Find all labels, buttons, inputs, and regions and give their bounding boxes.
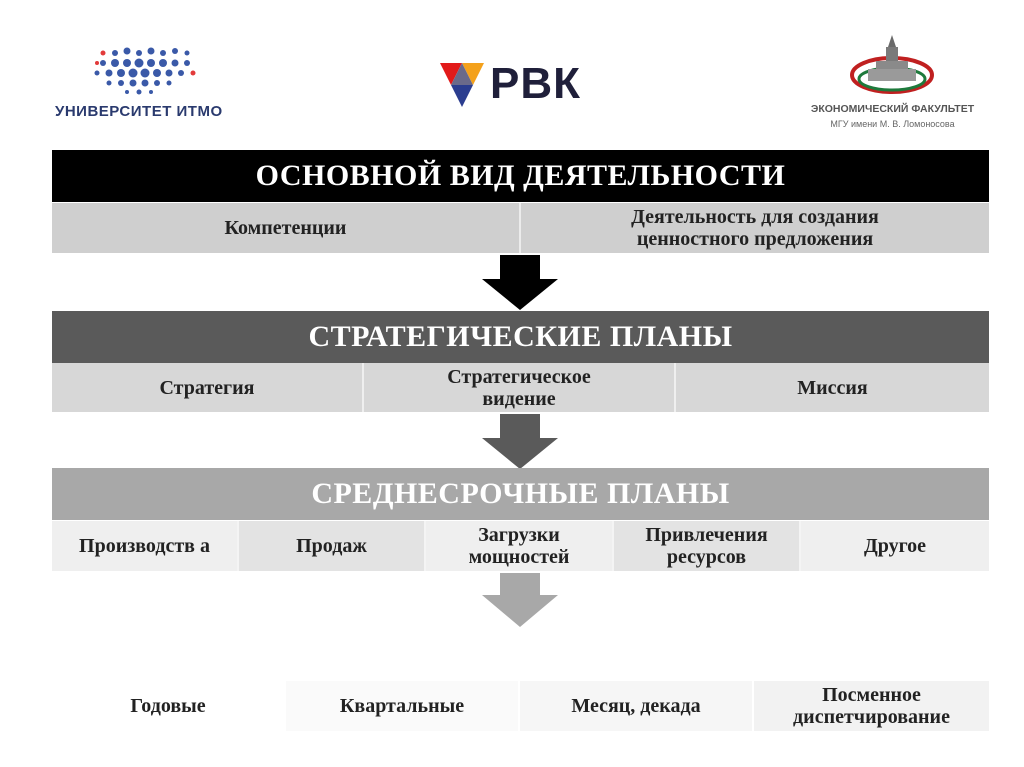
level4-cell-month: Месяц, декада [520, 681, 754, 731]
level2-cell-strategy: Стратегия [52, 363, 364, 412]
econ-logo-title: ЭКОНОМИЧЕСКИЙ ФАКУЛЬТЕТ [810, 103, 975, 115]
rvk-triangle-icon [440, 63, 484, 107]
level3-cell-resources: Привлечения ресурсов [614, 521, 801, 571]
level1-cell-competencies: Компетенции [52, 203, 521, 253]
level1-row: Компетенции Деятельность для создания це… [52, 203, 989, 253]
itmo-logo: УНИВЕРСИТЕТ ИТМО [55, 45, 245, 125]
level2-cell-vision: Стратегическое видение [364, 363, 676, 412]
down-arrow-icon [482, 414, 558, 469]
level2-cell-mission: Миссия [676, 363, 989, 412]
econ-faculty-logo: ЭКОНОМИЧЕСКИЙ ФАКУЛЬТЕТ МГУ имени М. В. … [800, 35, 985, 135]
down-arrow-icon [482, 573, 558, 627]
level4-cell-annual: Годовые [52, 681, 286, 731]
level3-row: Производств а Продаж Загрузки мощностей … [52, 521, 989, 571]
level3-cell-other: Другое [801, 521, 989, 571]
level1-cell-value-activity: Деятельность для создания ценностного пр… [521, 203, 989, 253]
level3-cell-capacity: Загрузки мощностей [426, 521, 614, 571]
level3-header: СРЕДНЕСРОЧНЫЕ ПЛАНЫ [52, 468, 989, 520]
level1-header: ОСНОВНОЙ ВИД ДЕЯТЕЛЬНОСТИ [52, 150, 989, 202]
rvk-logo: РВК [440, 55, 600, 115]
level4-cell-shift: Посменное диспетчирование [754, 681, 989, 731]
level2-row: Стратегия Стратегическое видение Миссия [52, 363, 989, 412]
level4-cell-quarterly: Квартальные [286, 681, 520, 731]
down-arrow-icon [482, 255, 558, 310]
rvk-logo-text: РВК [490, 59, 581, 108]
level2-header: СТРАТЕГИЧЕСКИЕ ПЛАНЫ [52, 311, 989, 363]
itmo-dots-icon [94, 47, 196, 95]
msu-building-icon [850, 35, 934, 94]
econ-logo-subtitle: МГУ имени М. В. Ломоносова [830, 119, 955, 129]
level3-cell-sales: Продаж [239, 521, 426, 571]
itmo-logo-text: УНИВЕРСИТЕТ ИТМО [55, 103, 223, 120]
level4-row: Годовые Квартальные Месяц, декада Посмен… [52, 681, 989, 731]
level3-cell-production: Производств а [52, 521, 239, 571]
